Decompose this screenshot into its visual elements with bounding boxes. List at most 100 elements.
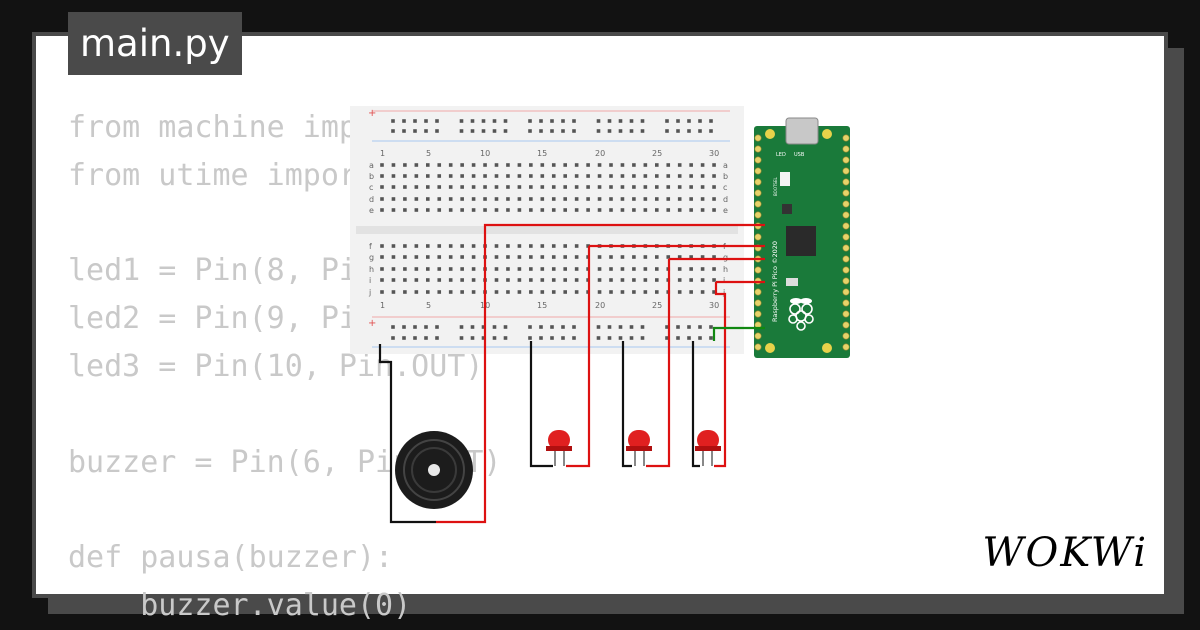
breadboard-hole [448, 244, 453, 248]
breadboard-hole [620, 185, 625, 189]
breadboard-hole [700, 267, 705, 271]
pico-pin [754, 288, 762, 296]
row-letter: j [368, 288, 371, 297]
breadboard-hole [448, 163, 453, 167]
breadboard-hole [403, 208, 407, 212]
breadboard-hole [471, 208, 476, 212]
breadboard-hole [677, 185, 682, 189]
breadboard-hole [687, 129, 691, 133]
pico-pin [842, 167, 850, 175]
breadboard-hole [503, 336, 508, 340]
breadboard-hole [689, 185, 693, 189]
breadboard-hole [677, 163, 682, 167]
breadboard-hole [380, 163, 384, 167]
row-letter: g [369, 253, 374, 262]
column-number: 15 [537, 149, 547, 158]
breadboard-hole [437, 290, 442, 294]
pico-pin [842, 233, 850, 241]
breadboard-hole [640, 325, 645, 329]
pico-pin [754, 332, 762, 340]
breadboard-hole [529, 197, 533, 201]
mount-hole [822, 343, 832, 353]
breadboard-hole [596, 336, 601, 340]
breadboard-hole [460, 174, 464, 178]
breadboard-hole [666, 197, 671, 201]
breadboard-hole [561, 119, 565, 123]
breadboard-hole [470, 119, 475, 123]
row-letter: c [723, 183, 727, 192]
pico-pin [842, 145, 850, 153]
breadboard-hole [460, 185, 464, 189]
breadboard-hole [632, 174, 636, 178]
breadboard-hole [460, 244, 464, 248]
breadboard-hole [529, 278, 533, 282]
breadboard-hole [506, 208, 510, 212]
rail-plus-label: + [368, 108, 376, 119]
breadboard-hole [550, 119, 554, 123]
breadboard-hole [574, 185, 579, 189]
row-letter: e [723, 206, 728, 215]
breadboard-hole [540, 197, 545, 201]
breadboard-hole [712, 208, 716, 212]
breadboard-hole [632, 255, 636, 259]
breadboard-hole [426, 197, 430, 201]
breadboard-hole [618, 325, 623, 329]
breadboard-hole [471, 174, 476, 178]
breadboard-hole [402, 325, 406, 329]
file-tab[interactable]: main.py [68, 12, 242, 75]
breadboard-hole [494, 278, 499, 282]
bootsel-button [780, 172, 790, 186]
breadboard-hole [471, 197, 476, 201]
breadboard-hole [655, 255, 659, 259]
breadboard-hole [607, 325, 612, 329]
breadboard-hole [574, 290, 579, 294]
breadboard-hole [494, 197, 499, 201]
breadboard-hole [391, 185, 396, 189]
breadboard-hole [448, 267, 453, 271]
row-letter: i [723, 276, 725, 285]
breadboard-hole [643, 197, 648, 201]
breadboard-hole [380, 267, 384, 271]
raspberry-logo-icon [788, 298, 814, 331]
breadboard-hole [550, 336, 554, 340]
breadboard-hole [517, 208, 522, 212]
breadboard-hole [494, 244, 499, 248]
breadboard-hole [666, 255, 671, 259]
buzzer-ring [403, 439, 465, 501]
row-letter: e [369, 206, 374, 215]
breadboard-hole [620, 197, 625, 201]
wire-led2-ground [621, 341, 632, 468]
breadboard-hole [391, 255, 396, 259]
usb-connector-icon [785, 117, 819, 145]
pico-pin [842, 266, 850, 274]
breadboard-hole [712, 267, 716, 271]
breadboard-hole [597, 185, 602, 189]
breadboard-hole [689, 267, 693, 271]
breadboard-hole [666, 163, 671, 167]
breadboard-hole [700, 174, 705, 178]
breadboard-hole [689, 278, 693, 282]
breadboard-hole [402, 119, 406, 123]
breadboard-hole [597, 255, 602, 259]
breadboard-hole [483, 163, 487, 167]
mount-hole [765, 343, 775, 353]
pico-pin [842, 200, 850, 208]
breadboard-hole [391, 129, 395, 133]
breadboard-hole [391, 278, 396, 282]
breadboard-hole [426, 278, 430, 282]
breadboard-hole [655, 163, 659, 167]
breadboard-hole [632, 163, 636, 167]
led-dome-icon [697, 430, 719, 450]
breadboard-hole [540, 290, 545, 294]
breadboard-hole [620, 255, 625, 259]
breadboard-hole [492, 336, 497, 340]
wire-led3-ground [691, 341, 700, 468]
breadboard-hole [426, 163, 430, 167]
pico-pin [754, 343, 762, 351]
breadboard-hole [380, 174, 384, 178]
breadboard-hole [492, 325, 497, 329]
breadboard-hole [597, 290, 602, 294]
column-number: 20 [595, 301, 605, 310]
breadboard-hole [551, 278, 556, 282]
